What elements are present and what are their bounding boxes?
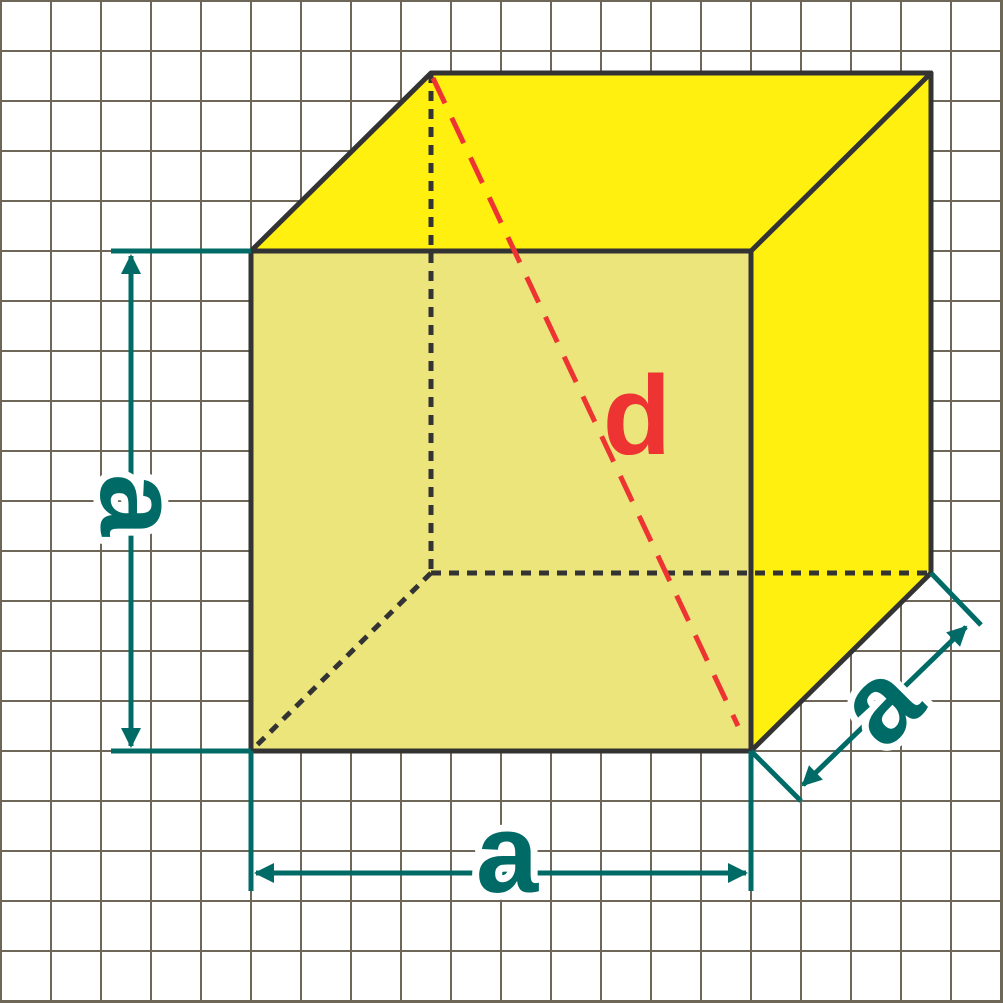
dimension-left (111, 248, 251, 754)
edge-label-left: a (77, 474, 202, 537)
cube-top-face (251, 73, 931, 251)
dimension-depth-arrow (801, 625, 968, 787)
space-diagonal-line (430, 76, 741, 728)
dimension-depth-tick-bottom (749, 749, 803, 803)
hidden-edge-depth (249, 571, 433, 753)
top-back-edges (248, 70, 934, 254)
diagonal-label: d (603, 353, 671, 478)
dimension-depth (749, 571, 983, 803)
dimension-depth-tick-top (929, 571, 983, 627)
cube-side-face (751, 73, 931, 751)
hidden-edges (249, 73, 931, 753)
edge-label-bottom: a (476, 791, 539, 916)
dimension-bottom (248, 751, 754, 891)
